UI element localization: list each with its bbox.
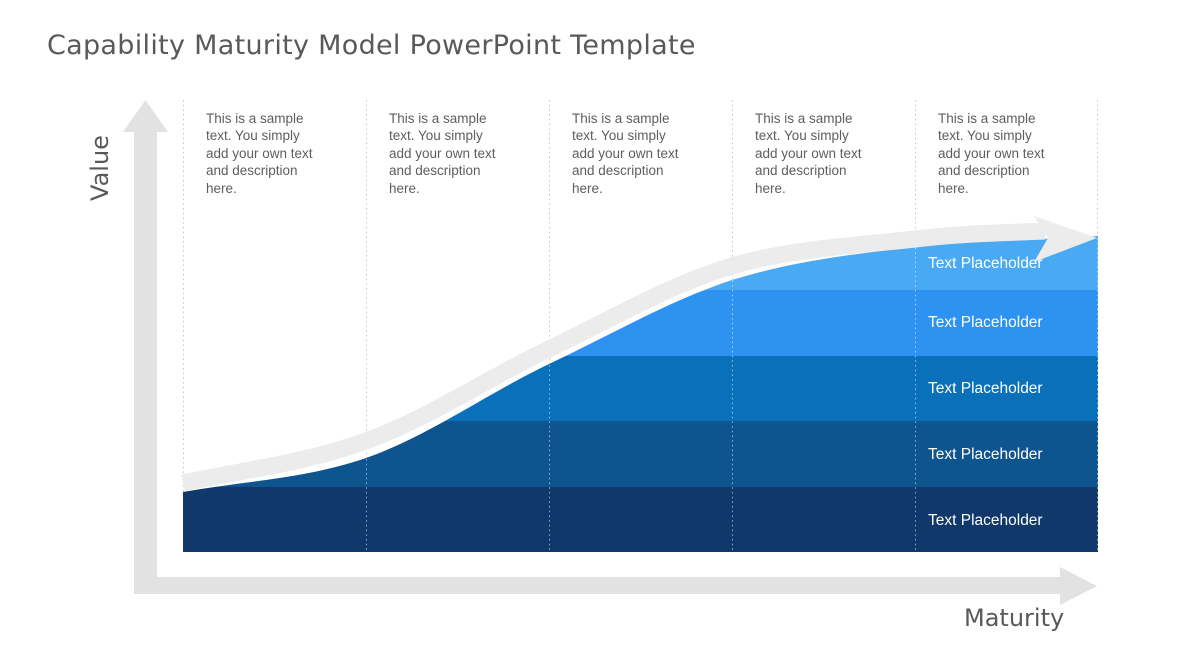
axes xyxy=(123,100,1097,605)
y-axis-label: Value xyxy=(86,135,114,201)
column-grid-over-bands xyxy=(366,236,1098,552)
maturity-band-5 xyxy=(183,487,1098,552)
growth-curve-arrow xyxy=(181,222,1046,492)
y-axis-bar xyxy=(134,130,157,594)
y-axis-arrowhead-icon xyxy=(123,100,168,132)
x-axis-arrowhead-icon xyxy=(1060,567,1097,605)
stage-description-2: This is a sample text. You simply add yo… xyxy=(389,111,496,196)
band-label-5: Text Placeholder xyxy=(928,512,1043,529)
x-axis-label: Maturity xyxy=(964,604,1065,632)
band-label-3: Text Placeholder xyxy=(928,380,1043,397)
x-axis-bar xyxy=(134,577,1060,594)
band-label-2: Text Placeholder xyxy=(928,314,1043,331)
stage-description-3: This is a sample text. You simply add yo… xyxy=(572,111,679,196)
band-label-1: Text Placeholder xyxy=(928,255,1043,272)
growth-curve-arrowhead-icon xyxy=(1034,216,1097,262)
stage-description-5: This is a sample text. You simply add yo… xyxy=(938,111,1045,196)
stage-description-4: This is a sample text. You simply add yo… xyxy=(755,111,862,196)
band-label-4: Text Placeholder xyxy=(928,446,1043,463)
stage-description-1: This is a sample text. You simply add yo… xyxy=(206,111,313,196)
slide-title: Capability Maturity Model PowerPoint Tem… xyxy=(47,30,696,61)
